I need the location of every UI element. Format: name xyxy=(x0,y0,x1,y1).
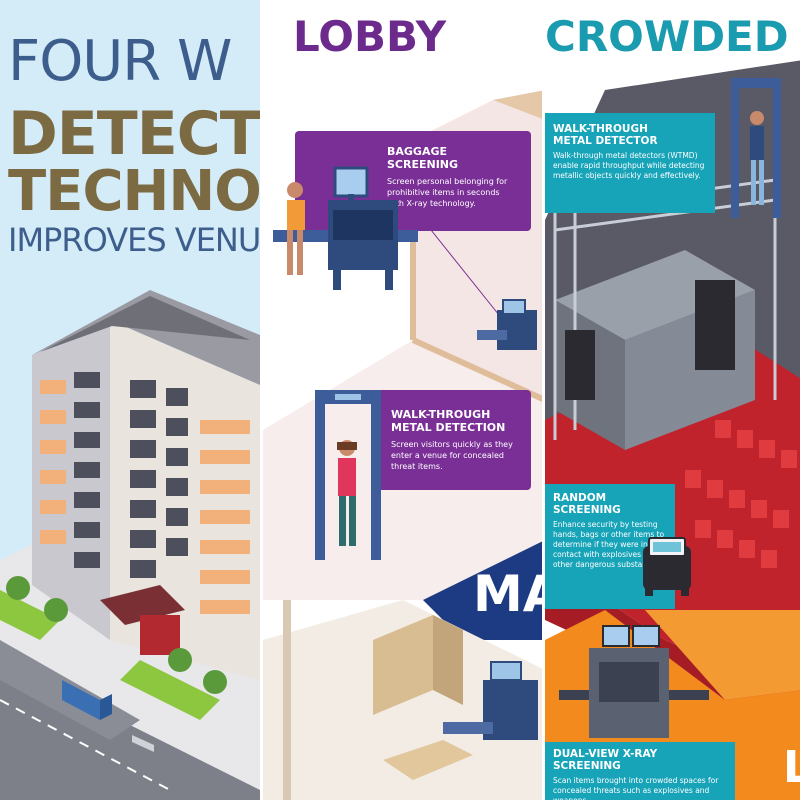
baggage-heading: BAGGAGE SCREENING xyxy=(387,145,459,171)
wtmd-heading-line2: METAL DETECTION xyxy=(391,421,506,434)
wtmd-body: Screen visitors quickly as they enter a … xyxy=(391,440,513,471)
baggage-body: Screen personal belonging for prohibitiv… xyxy=(387,177,508,208)
walk-through-detection-callout: WALK-THROUGH METAL DETECTION Screen visi… xyxy=(375,390,531,490)
crowded-title: CROWDED xyxy=(545,12,789,61)
headline-line1: FOUR W xyxy=(8,29,232,94)
dual-view-xray-icon xyxy=(559,625,709,738)
trace-detector-icon xyxy=(643,537,691,596)
headline-line3: TECHNO xyxy=(8,159,260,224)
lobby-panel: LOBBY BAGGAGE SCREENING Screen personal … xyxy=(260,0,542,800)
headline-line4: IMPROVES VENUE xyxy=(8,221,260,259)
partial-title-letter: L xyxy=(783,742,800,793)
crowded-panel: CROWDED WALK-THROUGH METAL DETECTOR Walk… xyxy=(542,0,800,800)
dual-view-xray-callout: DUAL-VIEW X-RAY SCREENING Scan items bro… xyxy=(545,742,735,800)
building-illustration xyxy=(0,290,260,800)
wtmd2-heading-line2: METAL DETECTOR xyxy=(553,135,658,147)
wtmd2-body: Walk-through metal detectors (WTMD) enab… xyxy=(553,151,705,180)
metal-detector-icon xyxy=(315,390,381,560)
walk-through-metal-detector-callout: WALK-THROUGH METAL DETECTOR Walk-through… xyxy=(545,113,715,213)
wtmd-heading-line1: WALK-THROUGH xyxy=(391,408,491,421)
xray-machine-icon xyxy=(273,166,418,290)
random-body: Enhance security by testing hands, bags … xyxy=(553,520,665,569)
wtmd2-heading-line1: WALK-THROUGH xyxy=(553,123,648,135)
dualview-heading: DUAL-VIEW X-RAY SCREENING xyxy=(553,748,658,772)
headline-line2: DETECT xyxy=(8,99,260,169)
mall-title: MA xyxy=(473,565,542,623)
dualview-body: Scan items brought into crowded spaces f… xyxy=(553,776,719,800)
random-heading: RANDOM SCREENING xyxy=(553,492,621,516)
lobby-title: LOBBY xyxy=(293,12,447,61)
left-panel: FOUR W DETECT TECHNO IMPROVES VENUE xyxy=(0,0,260,800)
